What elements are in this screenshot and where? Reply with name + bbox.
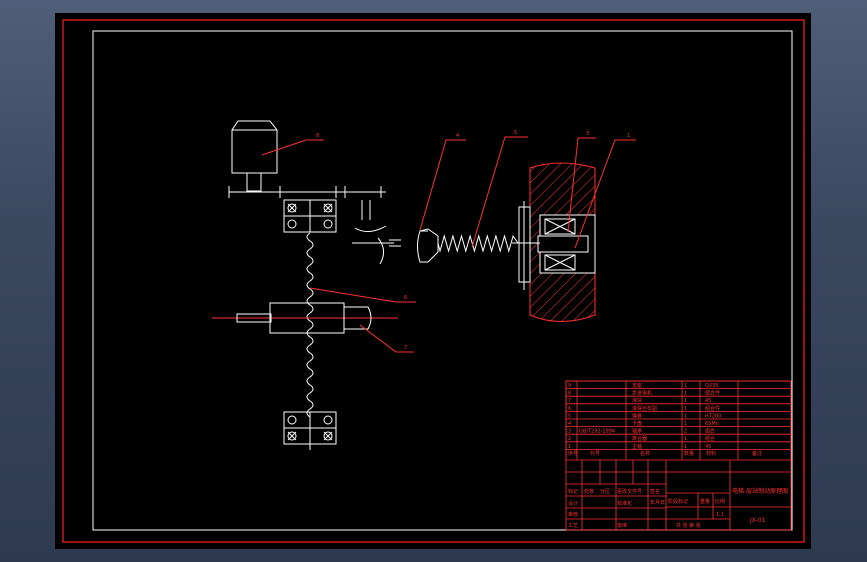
- outer-border: [62, 19, 805, 543]
- parts-cell-no: 8: [568, 391, 571, 397]
- parts-cell-qty: 1: [684, 406, 687, 412]
- chuck: [417, 228, 439, 263]
- balloon-slider: 7: [404, 345, 407, 351]
- header-no: 序号: [568, 450, 578, 457]
- header-qty: 数量: [684, 450, 694, 457]
- parts-cell-qty: 1: [684, 444, 687, 450]
- parts-cell-no: 3: [568, 429, 571, 435]
- parts-cell-name: 主轴: [632, 443, 642, 450]
- parts-cell-name: 支座: [632, 382, 642, 389]
- leader-lines: [261, 136, 636, 353]
- mark-cell-6: 年月日: [650, 499, 665, 506]
- parts-cell-no: 5: [568, 413, 571, 419]
- parts-cell-material: 组合: [705, 435, 715, 442]
- scale-value: 1:1: [716, 512, 724, 518]
- drawing-title: 电梯-层站制动原理图: [732, 487, 788, 495]
- label-scale: 比例: [715, 498, 725, 505]
- label-design: 设计: [568, 500, 578, 507]
- mark-cell-5: 签名: [650, 488, 660, 495]
- label-process: 工艺: [568, 523, 578, 529]
- balloon-bearing: 3: [586, 131, 589, 137]
- parts-cell-code: GB/T292-1994: [579, 429, 615, 435]
- balloon-motor: 8: [316, 133, 319, 139]
- title-block: [565, 380, 792, 531]
- parts-cell-qty: 2: [684, 429, 687, 435]
- parts-cell-qty: 1: [684, 398, 687, 404]
- parts-cell-no: 2: [568, 436, 571, 442]
- inner-frame: [92, 30, 793, 531]
- balloon-screw: 6: [404, 295, 407, 301]
- parts-cell-qty: 1: [684, 413, 687, 419]
- bottom-bearing-block: [283, 411, 337, 450]
- parts-cell-material: HT200: [705, 413, 721, 419]
- parts-cell-material: 组合件: [705, 405, 720, 412]
- balloon-chuck: 4: [456, 133, 459, 139]
- parts-cell-no: 6: [568, 406, 571, 412]
- parts-cell-material: 组合件: [705, 390, 720, 397]
- parts-cell-name: 步进电机: [632, 390, 652, 397]
- parts-cell-name: 滑块: [632, 397, 642, 404]
- parts-cell-qty: 1: [684, 421, 687, 427]
- parts-cell-material: Q235: [705, 383, 718, 389]
- balloon-shaft: 1: [627, 133, 630, 139]
- balloon-spring: 5: [514, 130, 517, 136]
- parts-cell-no: 4: [568, 421, 571, 427]
- parts-cell-qty: 1: [684, 391, 687, 397]
- coupling: [228, 186, 382, 198]
- parts-cell-no: 9: [568, 383, 571, 389]
- mark-cell-3: 分区: [600, 488, 610, 495]
- header-note: 备注: [752, 450, 762, 457]
- parts-cell-qty: 1: [684, 436, 687, 442]
- compression-spring: [437, 234, 519, 253]
- label-approve: 批准: [617, 522, 627, 529]
- mark-cell-2: 处数: [584, 488, 594, 495]
- clutch: [352, 200, 401, 265]
- parts-cell-qty: 1: [684, 383, 687, 389]
- parts-cell-name: 离合器: [632, 435, 647, 442]
- header-code: 代号: [590, 450, 600, 457]
- top-bearing-block: [283, 199, 337, 233]
- sheet-count: 共 张 第 张: [676, 522, 701, 529]
- parts-cell-no: 7: [568, 398, 571, 404]
- header-name: 名称: [640, 450, 650, 457]
- parts-cell-material: 65Mn: [705, 421, 719, 427]
- ball-screw: [306, 232, 314, 418]
- label-standard: 标准化: [617, 500, 632, 507]
- mark-cell-4: 更改文件号: [617, 488, 642, 495]
- drawing-sheet: [55, 13, 811, 549]
- wall-section: [512, 162, 596, 322]
- parts-cell-name: 弹簧: [632, 412, 642, 419]
- parts-cell-material: 组合: [705, 428, 715, 435]
- mark-cell-1: 标记: [568, 488, 578, 495]
- slider-nut: [212, 302, 398, 334]
- label-weight: 重量: [700, 498, 710, 505]
- parts-cell-name: 滚珠丝杠副: [632, 405, 657, 412]
- parts-cell-no: 1: [568, 444, 571, 450]
- drawing-number: JX-01: [749, 517, 766, 524]
- stepper-motor: [231, 120, 278, 192]
- parts-cell-name: 轴承: [632, 428, 642, 435]
- parts-cell-name: 卡盘: [632, 420, 642, 427]
- header-material: 材料: [706, 450, 716, 457]
- parts-cell-material: 45: [705, 444, 711, 450]
- label-stage: 阶段标记: [668, 498, 688, 505]
- parts-cell-material: 45: [705, 398, 711, 404]
- label-review: 审核: [568, 511, 578, 518]
